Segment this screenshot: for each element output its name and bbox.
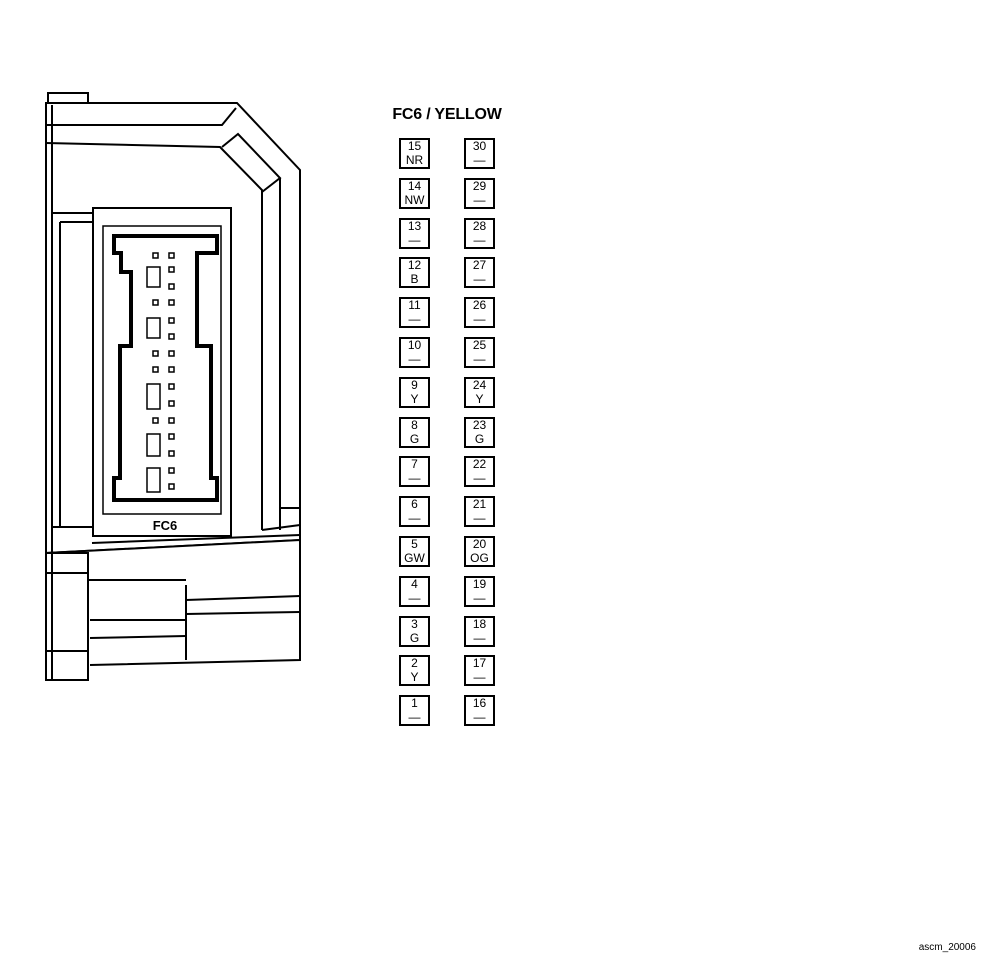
wire-color: — <box>473 670 486 684</box>
pin-number: 24 <box>472 378 487 392</box>
wire-color: G <box>409 631 420 645</box>
pin-21: 21— <box>464 496 495 527</box>
pin-number: 26 <box>472 298 487 312</box>
wire-color: B <box>410 272 419 286</box>
wire-color: — <box>473 591 486 605</box>
pin-number: 20 <box>472 537 487 551</box>
pin-11: 11— <box>399 297 430 328</box>
wire-color: — <box>473 153 486 167</box>
pin-number: 9 <box>411 378 418 392</box>
wire-color: G <box>409 432 420 446</box>
pin-number: 27 <box>472 258 487 272</box>
wire-color: NR <box>405 153 424 167</box>
wire-color: — <box>408 591 421 605</box>
pin-number: 1 <box>411 696 418 710</box>
pin-number: 13 <box>407 219 422 233</box>
wire-color: — <box>473 193 486 207</box>
wire-color: — <box>408 511 421 525</box>
connector-title: FC6 / YELLOW <box>392 106 502 123</box>
pin-number: 30 <box>472 139 487 153</box>
pin-27: 27— <box>464 257 495 288</box>
image-id-label: ascm_20006 <box>918 942 976 953</box>
wire-color: — <box>473 233 486 247</box>
pin-number: 16 <box>472 696 487 710</box>
pin-29: 29— <box>464 178 495 209</box>
pin-number: 2 <box>411 656 418 670</box>
wire-color: — <box>473 272 486 286</box>
wire-color: — <box>473 312 486 326</box>
wire-color: OG <box>470 551 489 565</box>
pin-19: 19— <box>464 576 495 607</box>
pin-28: 28— <box>464 218 495 249</box>
pin-22: 22— <box>464 456 495 487</box>
pin-25: 25— <box>464 337 495 368</box>
pin-30: 30— <box>464 138 495 169</box>
pin-7: 7— <box>399 456 430 487</box>
wire-color: — <box>408 471 421 485</box>
pin-4: 4— <box>399 576 430 607</box>
pin-13: 13— <box>399 218 430 249</box>
pin-18: 18— <box>464 616 495 647</box>
pin-number: 22 <box>472 457 487 471</box>
wire-color: — <box>408 710 421 724</box>
pin-number: 6 <box>411 497 418 511</box>
wire-color: — <box>408 352 421 366</box>
pin-number: 23 <box>472 418 487 432</box>
pin-10: 10— <box>399 337 430 368</box>
pin-number: 17 <box>472 656 487 670</box>
pin-26: 26— <box>464 297 495 328</box>
pin-number: 19 <box>472 577 487 591</box>
pin-number: 25 <box>472 338 487 352</box>
pin-6: 6— <box>399 496 430 527</box>
pin-16: 16— <box>464 695 495 726</box>
pin-number: 8 <box>411 418 418 432</box>
connector-label: FC6 <box>152 518 178 533</box>
wire-color: — <box>408 312 421 326</box>
wire-color: GW <box>404 551 425 565</box>
wire-color: NW <box>404 193 425 207</box>
wire-color: Y <box>410 392 419 406</box>
pin-number: 11 <box>408 298 421 312</box>
pin-number: 12 <box>407 258 422 272</box>
wire-color: — <box>473 511 486 525</box>
connector-face <box>92 207 232 537</box>
pin-number: 21 <box>472 497 487 511</box>
pin-number: 29 <box>472 179 487 193</box>
wire-color: — <box>473 352 486 366</box>
wire-color: Y <box>410 670 419 684</box>
wire-color: Y <box>475 392 484 406</box>
pin-number: 3 <box>411 617 418 631</box>
pin-1: 1— <box>399 695 430 726</box>
wire-color: G <box>474 432 485 446</box>
pin-number: 18 <box>472 617 487 631</box>
pin-number: 7 <box>411 457 418 471</box>
wire-color: — <box>473 631 486 645</box>
pin-number: 28 <box>472 219 487 233</box>
pin-17: 17— <box>464 655 495 686</box>
wire-color: — <box>473 471 486 485</box>
pin-number: 5 <box>411 537 418 551</box>
pin-number: 14 <box>407 179 422 193</box>
wire-color: — <box>473 710 486 724</box>
wire-color: — <box>408 233 421 247</box>
pin-number: 10 <box>407 338 422 352</box>
contact-row <box>146 252 175 493</box>
pin-number: 15 <box>407 139 422 153</box>
pin-number: 4 <box>411 577 418 591</box>
